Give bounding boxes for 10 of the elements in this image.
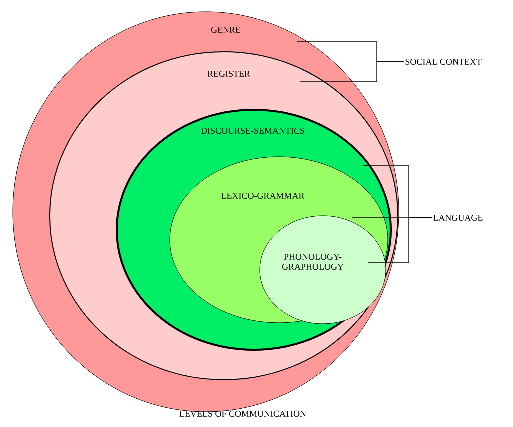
level-label: GENRE [211,26,241,34]
level-label: DISCOURSE-SEMANTICS [201,128,304,134]
level-label: LEXICO-GRAMMAR [222,192,305,200]
level-label: PHONOLOGY- GRAPHOLOGY [282,254,344,270]
bracket-leader-line [300,62,404,82]
bracket-leader-line [368,218,432,264]
group-label: LANGUAGE [433,214,483,222]
level-label: REGISTER [208,70,250,78]
group-label: SOCIAL CONTEXT [406,58,482,66]
caption: LEVELS OF COMMUNICATION [180,410,306,418]
